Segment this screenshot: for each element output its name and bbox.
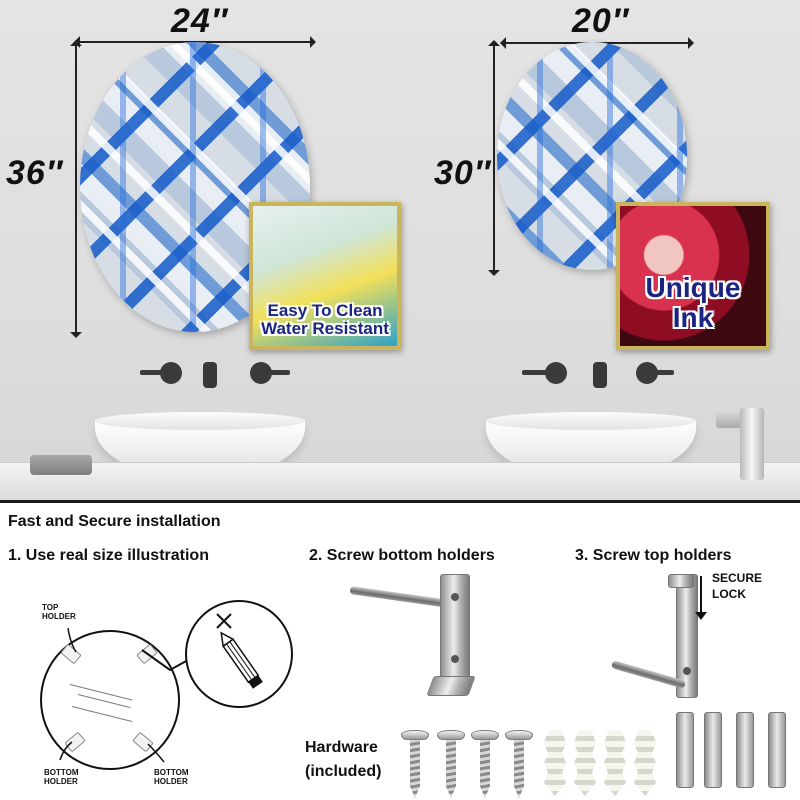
screw-shaft [480, 740, 490, 798]
screw-shaft [514, 740, 524, 798]
top-holder-hook [668, 574, 694, 588]
oval-mirror-large [80, 42, 310, 332]
screw-3 [471, 730, 499, 798]
secure-lock-arrow-icon [695, 576, 707, 620]
holder-plate-4 [768, 712, 786, 788]
zoom-callout-lines [141, 649, 189, 672]
top-bracket-hole [683, 667, 691, 675]
secure-word: SECURE [712, 571, 763, 585]
screw-head [471, 730, 499, 740]
canister [740, 408, 764, 480]
right-width-label: 20″ [572, 2, 630, 40]
screw-head [401, 730, 429, 740]
step-3-title: 3. Screw top holders [575, 547, 732, 564]
lock-word: LOCK [712, 586, 746, 601]
screwdriver-shaft-top [610, 660, 687, 689]
holder-plate-3 [736, 712, 754, 788]
right-faucet-spout [593, 362, 607, 388]
holder-plate-1 [676, 712, 694, 788]
left-faucet-handle-left [160, 362, 182, 384]
step-2-title: 2. Screw bottom holders [309, 547, 495, 564]
screw-1 [401, 730, 429, 798]
installation-heading: Fast and Secure installation [8, 513, 221, 530]
soap-dish [30, 455, 92, 475]
right-faucet-lever-left [522, 370, 548, 375]
countertop [0, 462, 800, 500]
bracket-hole-bottom [451, 655, 459, 663]
right-height-label: 30″ [434, 154, 492, 192]
bottom-holder-lip [426, 676, 476, 696]
product-scene: 24″ 36″ 20″ 30″ Easy To Clean Water Resi… [0, 0, 800, 500]
zoom-circle [185, 600, 293, 708]
screw-2 [437, 730, 465, 798]
left-height-label: 36″ [6, 154, 64, 192]
hardware-word: Hardware [305, 739, 378, 756]
left-faucet-lever-left [140, 370, 164, 375]
secure-lock-label: SECURE LOCK [712, 571, 762, 602]
pencil-mark-icon [216, 613, 263, 689]
mirror-outline [40, 630, 180, 770]
unique-line: Unique [645, 272, 741, 304]
left-faucet-lever-right [268, 370, 290, 375]
left-faucet-handle-right [250, 362, 272, 384]
hardware-label: Hardware (included) [305, 736, 381, 784]
screw-4 [505, 730, 533, 798]
right-height-dimension-line [488, 40, 500, 276]
hardware-included: (included) [305, 763, 382, 780]
left-faucet-spout [203, 362, 217, 388]
right-faucet-lever-right [654, 370, 674, 375]
bottom-holder-bracket [440, 574, 470, 682]
easy-clean-badge: Easy To Clean Water Resistant [249, 202, 401, 350]
unique-ink-badge: Unique Ink [616, 202, 770, 350]
wall-anchor-1 [544, 730, 566, 796]
unique-ink-badge-text: Unique Ink [620, 273, 766, 332]
screw-shaft [446, 740, 456, 798]
screw-shaft [410, 740, 420, 798]
bottom-holder-label-right: BOTTOM HOLDER [154, 768, 189, 787]
screw-head [505, 730, 533, 740]
left-height-dimension-line [70, 40, 82, 338]
section-divider [0, 500, 800, 503]
top-holder-label: TOP HOLDER [42, 603, 76, 622]
step-1-title: 1. Use real size illustration [8, 547, 209, 564]
ink-line: Ink [672, 301, 714, 333]
easy-clean-badge-text: Easy To Clean Water Resistant [253, 302, 397, 338]
easy-clean-line: Easy To Clean [267, 301, 383, 321]
left-width-label: 24″ [171, 2, 229, 40]
right-faucet-handle-left [545, 362, 567, 384]
wall-anchor-4 [634, 730, 656, 796]
holder-plate-2 [704, 712, 722, 788]
wall-anchor-3 [604, 730, 626, 796]
water-resistant-line: Water Resistant [261, 319, 389, 339]
top-holder-bracket [676, 574, 698, 698]
screw-head [437, 730, 465, 740]
wall-anchor-2 [574, 730, 596, 796]
holder-pointer-arrows [59, 627, 165, 763]
right-faucet-handle-right [636, 362, 658, 384]
bracket-hole-top [451, 593, 459, 601]
bottom-holder-label-left: BOTTOM HOLDER [44, 768, 79, 787]
